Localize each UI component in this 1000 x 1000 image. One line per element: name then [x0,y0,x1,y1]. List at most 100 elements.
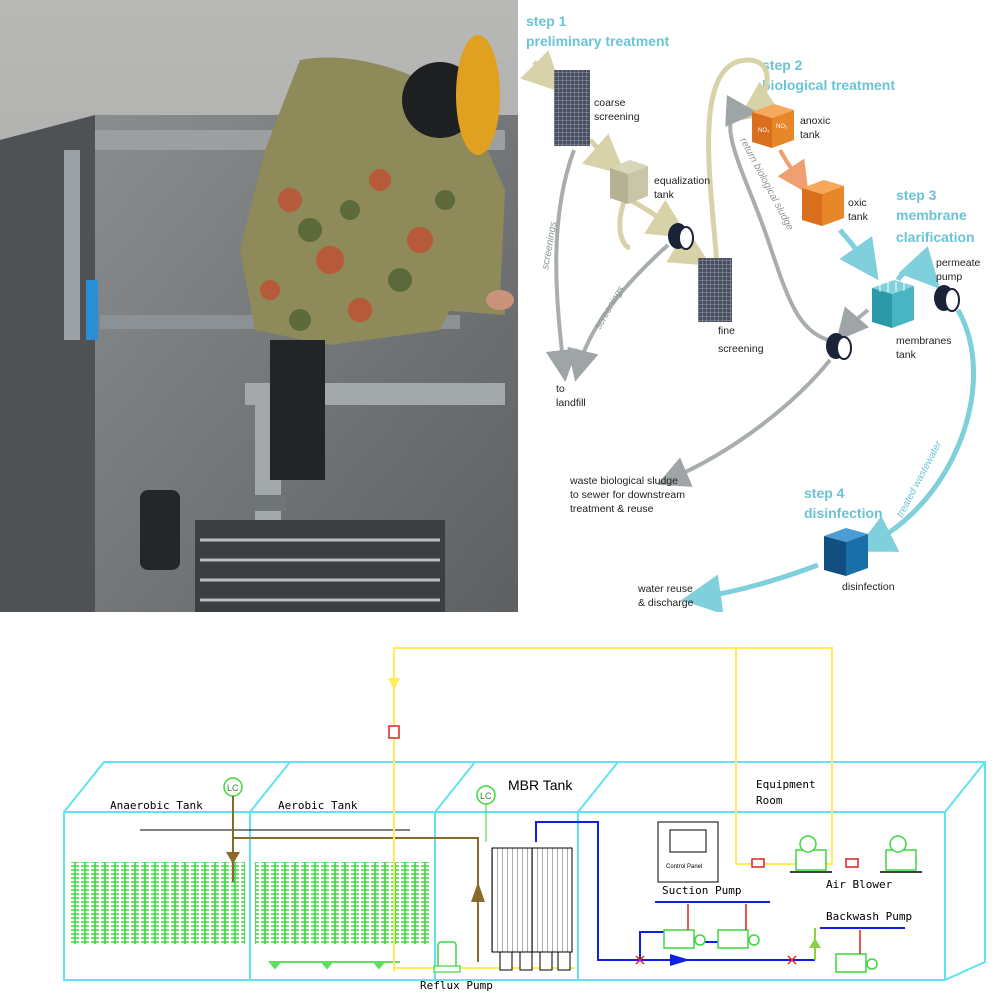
waste-sludge-arrow [656,358,832,487]
screenings-label-b: screenings [593,284,627,331]
step1-number: step 1 [526,13,567,29]
landfill-label-2: landfill [556,397,586,409]
reuse-label-2: & discharge [638,597,694,609]
control-panel-label: Control Panel [666,864,702,870]
permeate-pump-icon [934,285,960,312]
aeration-tees [267,961,400,970]
oxic-label-1: oxic [848,197,867,209]
photo-illustration [0,0,518,612]
waste-label-1: waste biological sludge [569,475,678,487]
coarse-screen-icon [554,70,590,146]
fine-to-anoxic-arrow [706,57,782,291]
reuse-arrow [681,562,819,612]
membrane-module-1 [491,847,533,953]
mbr-plant-drawing: Anaerobic Tank Aerobic Tank MBR Tank Equ… [0,612,1000,1000]
reflux-pump-label: Reflux Pump [420,979,493,992]
screenings-arrow-a [545,149,578,382]
step2-title: biological treatment [762,77,895,93]
waste-label-3: treatment & reuse [570,503,654,515]
blower-valves [751,858,859,868]
reuse-label-1: water reuse [637,583,693,595]
membranes-label-1: membranes [896,335,951,347]
fine-screen-icon [698,258,732,322]
backwash-pump-icon [835,953,878,973]
anoxic-label-2: tank [800,129,821,141]
site-photo [0,0,518,612]
fine-label-1: fine [718,325,735,337]
plant-svg: Anaerobic Tank Aerobic Tank MBR Tank Equ… [63,647,986,992]
step3-title-line2: clarification [896,229,975,245]
air-blower-1-icon [790,835,832,873]
air-blower-2-icon [880,835,922,873]
disinfection-tank-icon [824,528,868,576]
step3-number: step 3 [896,187,937,203]
oxic-tank-icon [802,180,844,226]
equipment-room-label-2: Room [756,794,783,807]
step1-title: preliminary treatment [526,33,669,49]
oxic-to-membrane-arrow [838,228,879,281]
backwash-arrow [809,938,821,948]
lc-controller-anaerobic: LC [223,777,243,882]
svg-text:LC: LC [227,783,239,793]
suction-pump-2-icon [717,929,760,949]
anaerobic-diffuser-grid [70,862,245,944]
no3-tag-1: NO₃ [758,128,770,134]
aerobic-tank-label: Aerobic Tank [278,799,358,812]
reflux-pump-icon [433,941,461,973]
suction-pump-label: Suction Pump [662,884,741,897]
membrane-to-sludge-pump-arrow [836,306,870,342]
control-panel-icon [657,821,719,883]
equalization-tank-icon [610,160,648,204]
step4-number: step 4 [804,485,845,501]
coarse-label-2: screening [594,111,640,123]
air-line [393,647,833,972]
mbr-tank-label: MBR Tank [508,777,573,793]
equal-label-2: tank [654,189,675,201]
reflux-pipe [233,837,479,962]
no3-tag-2: NO₃ [776,124,788,130]
permeate-arrow [670,954,690,966]
disinfection-label: disinfection [842,581,895,593]
screenings-arrow-b [567,243,670,382]
feed-pump-icon [668,223,694,250]
sludge-pump-icon [826,333,852,360]
waste-label-2: to sewer for downstream [570,489,685,501]
inflow-arrow [520,50,563,93]
oxic-label-2: tank [848,211,869,223]
membranes-tank-icon [872,280,914,328]
reflux-arrow [471,882,485,902]
treated-wastewater-arrow [854,308,976,552]
tank-outlines [63,761,986,981]
suction-pump-1-icon [663,929,706,949]
aerobic-diffuser-grid [255,862,430,944]
permeate-label-2: pump [936,271,962,283]
air-blower-label: Air Blower [826,878,893,891]
equal-label-1: equalization [654,175,710,187]
anoxic-tank-icon: NO₃ NO₃ [752,104,794,148]
return-sludge-arrow [725,95,829,342]
svg-text:LC: LC [480,791,492,801]
equipment-room-label-1: Equipment [756,778,816,791]
process-flow-diagram: step 1 preliminary treatment step 2 biol… [518,0,1000,612]
discharge-valve [787,955,797,965]
membrane-to-permeate-arrow [895,246,941,290]
permeate-label-1: permeate [936,257,981,269]
anaerobic-tank-label: Anaerobic Tank [110,799,203,812]
membrane-module-2 [531,847,573,953]
flow-svg: step 1 preliminary treatment step 2 biol… [520,13,981,612]
eq-to-pump-arrow [628,197,689,238]
air-valve [388,725,400,739]
landfill-label-1: to [556,383,565,395]
suction-valves [635,904,747,965]
fine-label-2: screening [718,343,764,355]
step2-number: step 2 [762,57,803,73]
air-arrow [388,678,400,690]
backwash-pump-label: Backwash Pump [826,910,912,923]
step3-title-line1: membrane [896,207,967,223]
anoxic-to-oxic-arrow [777,149,809,194]
coarse-to-eq-arrow [582,133,626,175]
membranes-label-2: tank [896,349,917,361]
step4-title: disinfection [804,505,883,521]
coarse-label-1: coarse [594,97,626,109]
lc-controller-mbr: LC [476,785,496,842]
